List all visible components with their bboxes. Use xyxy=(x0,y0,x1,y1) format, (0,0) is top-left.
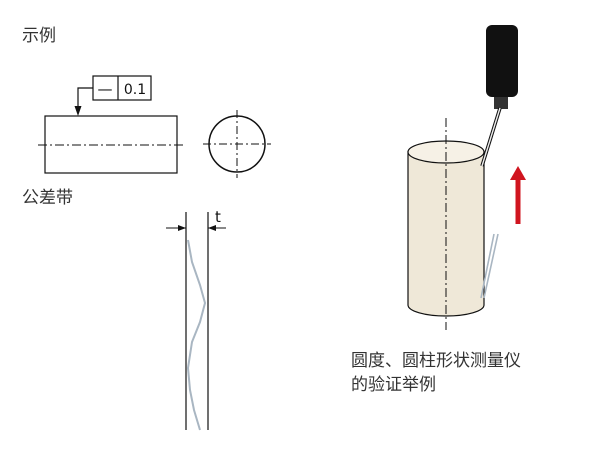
leader-line xyxy=(77,87,93,110)
probe-stylus-inner xyxy=(481,107,501,167)
cylinder-measurement-illustration xyxy=(407,25,526,330)
tolerance-zone-diagram: t xyxy=(166,208,226,431)
probe-collar xyxy=(494,97,508,109)
tolerance-value: 0.1 xyxy=(124,82,146,98)
feature-control-frame: — 0.1 xyxy=(74,75,152,116)
direction-arrow-head xyxy=(510,166,526,180)
zone-width-t: t xyxy=(215,208,221,226)
dim-arrow-left xyxy=(178,225,186,231)
caption-line-2: 的验证举例 xyxy=(351,375,436,395)
tolerance-zone-label: 公差带 xyxy=(22,188,73,208)
scan-trace xyxy=(480,233,499,299)
caption-line-1: 圆度、圆柱形状测量仪 xyxy=(351,351,521,371)
straightness-symbol: — xyxy=(98,80,113,98)
cylinder-side-view xyxy=(38,115,184,174)
leader-arrowhead xyxy=(74,106,82,116)
probe-head xyxy=(486,25,518,97)
example-label: 示例 xyxy=(22,26,56,46)
dim-arrow-right xyxy=(208,225,216,231)
surface-profile-line xyxy=(186,239,207,431)
cylinder-end-view xyxy=(203,110,271,178)
